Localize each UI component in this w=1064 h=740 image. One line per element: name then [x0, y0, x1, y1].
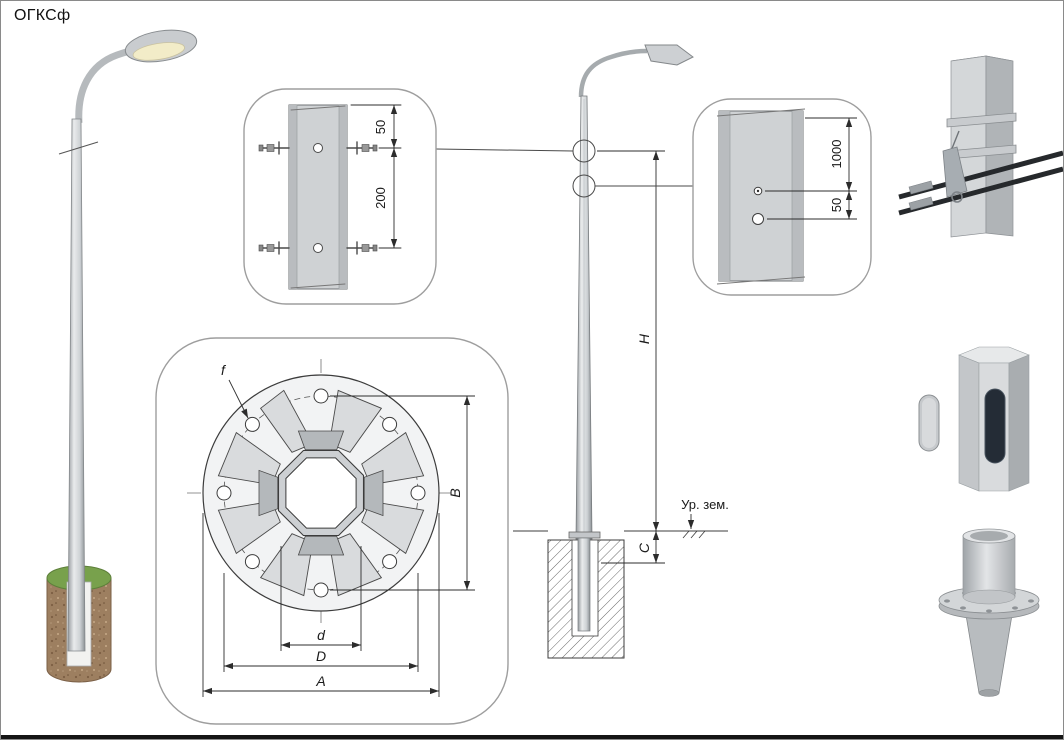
callout-leader-line — [435, 148, 574, 152]
pole-3d-render — [46, 29, 198, 683]
clamp-bolts-row1 — [258, 141, 378, 155]
pole-section — [718, 110, 804, 282]
clamp-hole — [313, 243, 323, 253]
base-cylinder — [962, 535, 1016, 598]
lamp-arm — [578, 48, 648, 98]
dim-50-label: 50 — [373, 120, 388, 134]
dim-200-label: 200 — [373, 187, 388, 209]
dim-dDA-lines — [202, 513, 440, 697]
window-bottom-edge — [1, 735, 1063, 739]
pole-elevation: Ур. зем. H C — [513, 44, 729, 659]
bolt-detail-callout: 50 200 — [243, 88, 574, 305]
f-leader-line — [228, 379, 249, 419]
pole-octagon-inner — [285, 457, 357, 529]
detail-marker-upper — [572, 139, 596, 163]
clamp-loop — [951, 191, 963, 203]
dim-B-label: B — [447, 488, 463, 497]
dim-1000-label: 1000 — [829, 140, 844, 169]
bolt-detail-dims — [350, 104, 402, 249]
base-shell-render — [938, 528, 1040, 697]
pole-section — [288, 104, 348, 290]
dim-50-label: 50 — [829, 198, 844, 212]
hole-detail-callout: 1000 50 — [595, 98, 872, 296]
flange-bolt-holes — [216, 388, 426, 598]
luminaire-3d — [124, 29, 198, 63]
flange-detail-callout: f B d D A — [155, 337, 509, 725]
cable-hole — [752, 213, 764, 225]
cable-clamp-render — [898, 55, 1063, 238]
cable-ferrule — [908, 180, 934, 195]
dim-A-label: A — [315, 673, 325, 689]
cable-ferrule — [908, 196, 934, 211]
gusset-plates — [217, 389, 425, 597]
ground-level-label: Ур. зем. — [681, 497, 729, 512]
dim-H-C-lines — [597, 150, 665, 564]
dim-f-label: f — [221, 362, 227, 378]
embedded-pole-stub — [577, 537, 591, 632]
dim-d-label: d — [317, 627, 326, 643]
clamp-bolts-row2 — [258, 241, 378, 255]
hatch-opening — [984, 388, 1006, 464]
clamp-wire — [950, 130, 960, 152]
band-clamp-upper — [946, 112, 1017, 128]
dim-D-label: D — [316, 648, 326, 664]
stiffener-wedges — [258, 430, 384, 556]
break-mark — [58, 141, 99, 155]
dim-C-label: C — [636, 542, 652, 553]
clamp-hole — [313, 143, 323, 153]
luminaire — [644, 44, 694, 66]
ground-hatch-ticks — [682, 530, 706, 539]
pole-shaft-3d — [67, 118, 86, 652]
wedge-clamp — [942, 146, 968, 198]
base-flange — [568, 531, 601, 539]
dim-H-label: H — [636, 333, 652, 344]
hole-detail-dims — [765, 117, 857, 220]
access-door-render — [918, 346, 1030, 492]
drawing-title: ОГКСф — [14, 7, 71, 24]
dim-B-lines — [330, 395, 475, 591]
